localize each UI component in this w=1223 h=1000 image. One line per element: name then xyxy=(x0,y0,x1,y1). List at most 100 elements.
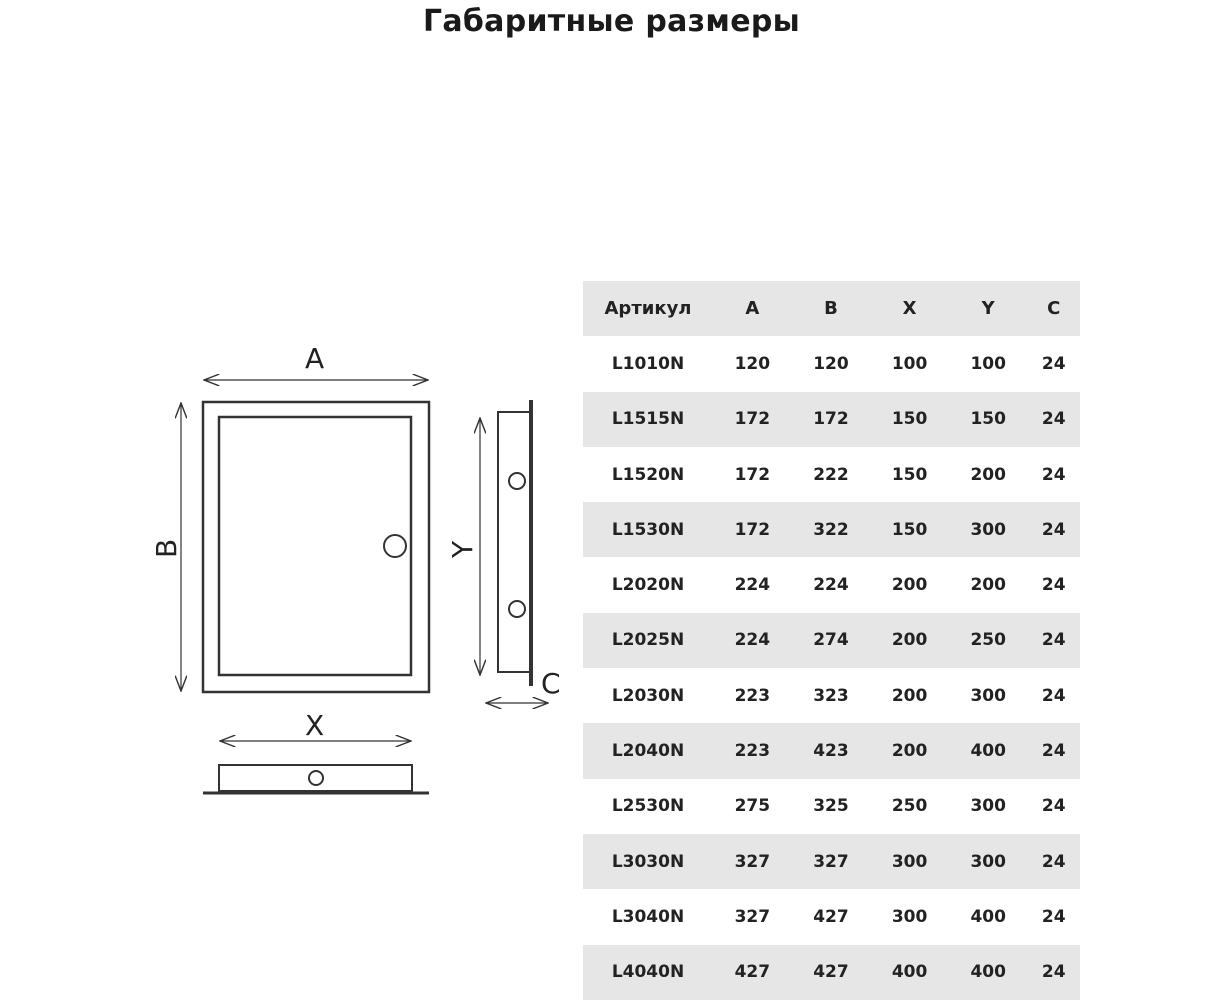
column-header: X xyxy=(902,298,917,320)
dimension-cell: 400 xyxy=(970,741,1006,762)
page-title: Габаритные размеры xyxy=(422,4,801,39)
dimension-cell: 24 xyxy=(1041,630,1066,651)
table-row: L1515N 172 172 150 150 24 xyxy=(583,391,1080,447)
dimension-cell: 300 xyxy=(970,851,1006,872)
dimension-cell: 423 xyxy=(813,741,849,762)
dimension-cell: 200 xyxy=(891,685,928,706)
dimension-cell: 223 xyxy=(734,741,771,762)
dimension-cell: 427 xyxy=(813,906,849,927)
dimension-cell: 120 xyxy=(813,353,849,374)
dimension-cell: 200 xyxy=(891,575,928,596)
dimension-cell: 24 xyxy=(1041,685,1066,706)
article-cell: L3040N xyxy=(611,906,685,927)
dimension-cell: 300 xyxy=(970,796,1006,817)
table-row: L2040N 223 423 200 400 24 xyxy=(583,723,1080,779)
dimension-cell: 24 xyxy=(1041,519,1066,540)
article-cell: L2040N xyxy=(611,741,685,762)
column-header: Y xyxy=(981,298,995,320)
hinge-upper xyxy=(508,472,526,490)
dimension-cell: 24 xyxy=(1041,741,1066,762)
dimension-cell: 327 xyxy=(734,851,771,872)
dimension-cell: 427 xyxy=(734,962,771,983)
dimension-cell: 224 xyxy=(734,630,771,651)
dimension-cell: 150 xyxy=(970,409,1006,430)
column-header: Артикул xyxy=(604,298,692,320)
dimension-cell: 24 xyxy=(1041,796,1066,817)
dimension-cell: 200 xyxy=(891,741,928,762)
dimension-cell: 250 xyxy=(891,796,928,817)
dimension-cell: 200 xyxy=(970,464,1006,485)
dimension-cell: 325 xyxy=(813,796,849,817)
lock-knob xyxy=(383,534,407,558)
article-cell: L1010N xyxy=(611,353,685,374)
article-cell: L2530N xyxy=(611,796,685,817)
dimension-cell: 223 xyxy=(734,685,771,706)
dimension-cell: 172 xyxy=(734,464,771,485)
column-header: C xyxy=(1047,298,1061,320)
label-b: B xyxy=(150,539,183,558)
dimension-cell: 275 xyxy=(734,796,771,817)
table-row: L1010N 120 120 100 100 24 xyxy=(583,336,1080,391)
dimension-cell: 222 xyxy=(813,464,849,485)
dimension-cell: 172 xyxy=(813,409,849,430)
table-row: L1530N 172 322 150 300 24 xyxy=(583,502,1080,558)
dimension-cell: 323 xyxy=(813,685,849,706)
dimension-cell: 24 xyxy=(1041,575,1066,596)
dimension-cell: 250 xyxy=(970,630,1006,651)
table-row: L2530N 275 325 250 300 24 xyxy=(583,779,1080,834)
side-body xyxy=(497,411,531,673)
hinge-lower xyxy=(508,600,526,618)
dimension-cell: 100 xyxy=(891,353,928,374)
dimension-cell: 200 xyxy=(891,630,928,651)
dimension-cell: 172 xyxy=(734,409,771,430)
dimension-cell: 150 xyxy=(891,519,928,540)
table-head: Артикул A B X Y C xyxy=(583,281,1080,337)
dimension-cell: 24 xyxy=(1041,353,1066,374)
front-view: A B xyxy=(150,342,431,694)
dimension-cell: 150 xyxy=(891,409,928,430)
dimension-cell: 300 xyxy=(970,685,1006,706)
dimension-cell: 24 xyxy=(1041,851,1066,872)
dimension-cell: 300 xyxy=(891,851,928,872)
article-cell: L1520N xyxy=(611,464,685,485)
article-cell: L2025N xyxy=(611,630,685,651)
label-c: C xyxy=(541,667,561,700)
article-cell: L3030N xyxy=(611,851,685,872)
bottom-body xyxy=(218,764,413,792)
dimension-cell: 200 xyxy=(970,575,1006,596)
label-y: Y xyxy=(446,540,479,559)
dimension-cell: 274 xyxy=(813,630,849,651)
article-cell: L4040N xyxy=(611,962,685,983)
dimension-cell: 400 xyxy=(891,962,928,983)
panel-outer-frame xyxy=(201,400,431,694)
dimension-cell: 300 xyxy=(970,519,1006,540)
dimension-cell: 172 xyxy=(734,519,771,540)
dimension-cell: 100 xyxy=(970,353,1006,374)
column-header: A xyxy=(745,298,760,320)
article-cell: L2030N xyxy=(611,685,685,706)
dimension-cell: 120 xyxy=(734,353,771,374)
dimension-cell: 400 xyxy=(970,962,1006,983)
bottom-knob xyxy=(308,770,324,786)
article-cell: L1515N xyxy=(611,409,685,430)
dimension-cell: 24 xyxy=(1041,409,1066,430)
table-row: L2030N 223 323 200 300 24 xyxy=(583,668,1080,723)
article-cell: L1530N xyxy=(611,519,685,540)
column-header: B xyxy=(824,298,838,320)
dimension-cell: 322 xyxy=(813,519,849,540)
table-header-row: Артикул A B X Y C xyxy=(583,281,1080,337)
article-cell: L2020N xyxy=(611,575,685,596)
dimension-cell: 24 xyxy=(1041,906,1066,927)
dimension-cell: 300 xyxy=(891,906,928,927)
dimension-cell: 24 xyxy=(1041,464,1066,485)
dimension-cell: 400 xyxy=(970,906,1006,927)
panel-door xyxy=(217,415,413,677)
